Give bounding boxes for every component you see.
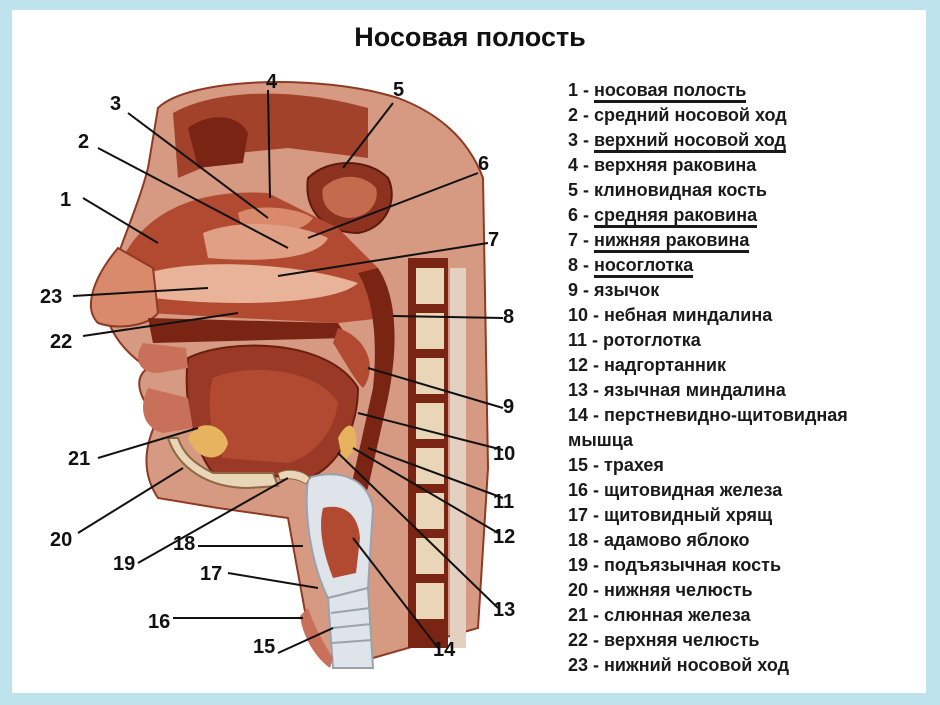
legend-item: 22 - верхняя челюсть: [568, 630, 760, 650]
salivary-gland: [188, 425, 228, 458]
legend-item: 6 - средняя раковина: [568, 205, 758, 231]
callout-20: 20: [50, 529, 72, 551]
legend-item: 14 - перстневидно-щитовидная: [568, 405, 848, 425]
legend-item: 20 - нижняя челюсть: [568, 580, 753, 600]
legend-item: 5 - клиновидная кость: [568, 180, 767, 200]
mandible: [166, 437, 280, 490]
callout-18: 18: [173, 533, 195, 555]
vertebral-column: [408, 258, 466, 648]
nose: [89, 246, 160, 328]
legend-item: 11 - ротоглотка: [568, 330, 701, 350]
sphenoid-sinus: [322, 176, 377, 218]
callout-1: 1: [60, 189, 71, 211]
lower-lip: [143, 388, 193, 433]
anatomy-diagram: 1 2 3 4 5 6 7 8 9 10 11 12 13 14 15 16 1…: [38, 68, 538, 673]
callout-6: 6: [478, 153, 489, 175]
callout-23: 23: [40, 286, 62, 308]
callout-8: 8: [503, 306, 514, 328]
epiglottis: [338, 425, 357, 463]
inferior-concha: [148, 264, 358, 303]
legend-item: 9 - язычок: [568, 280, 660, 300]
legend-item: 1 - носовая полость: [568, 80, 747, 106]
callout-11: 11: [493, 491, 514, 513]
callout-15: 15: [253, 636, 275, 658]
pointer-lines: [72, 89, 504, 654]
tongue-muscle: [209, 370, 338, 463]
soft-palate: [333, 328, 370, 388]
legend-item: 21 - слюнная железа: [568, 605, 751, 625]
callout-14: 14: [433, 639, 456, 661]
callout-13: 13: [493, 599, 515, 621]
legend-item: 10 - небная миндалина: [568, 305, 773, 325]
callout-17: 17: [200, 563, 222, 585]
legend-item: 19 - подъязычная кость: [568, 555, 782, 575]
legend-item: 4 - верхняя раковина: [568, 155, 757, 175]
legend-item: мышца: [568, 430, 633, 450]
legend-item: 18 - адамово яблоко: [568, 530, 750, 550]
callout-4: 4: [266, 71, 278, 93]
trachea: [326, 586, 375, 669]
callout-7: 7: [488, 229, 499, 251]
frontal-sinus: [188, 117, 248, 168]
callout-16: 16: [148, 611, 170, 633]
legend-item: 17 - щитовидный хрящ: [568, 505, 773, 525]
callout-21: 21: [68, 448, 90, 470]
middle-concha: [203, 223, 328, 260]
legend-item: 16 - щитовидная железа: [568, 480, 783, 500]
cricothyroid-muscle: [321, 506, 360, 578]
legend-item: 7 - нижняя раковина: [568, 230, 750, 256]
legend-item: 15 - трахея: [568, 455, 664, 475]
legend-item: 3 - верхний носовой ход: [568, 130, 786, 156]
legend-item: 2 - средний носовой ход: [568, 105, 787, 125]
legend-item: 13 - язычная миндалина: [568, 380, 786, 400]
callout-2: 2: [78, 131, 89, 153]
legend-item: 12 - надгортанник: [568, 355, 726, 375]
callout-22: 22: [50, 331, 72, 353]
callout-12: 12: [493, 526, 515, 548]
upper-lip: [138, 343, 188, 373]
thyroid-gland: [300, 608, 333, 668]
callout-9: 9: [503, 396, 514, 418]
hard-palate: [148, 318, 348, 343]
callout-3: 3: [110, 93, 121, 115]
legend-item: 23 - нижний носовой ход: [568, 655, 790, 675]
callout-19: 19: [113, 553, 135, 575]
pharynx: [323, 268, 395, 548]
callout-10: 10: [493, 443, 515, 465]
legend-item: 8 - носоглотка: [568, 255, 694, 281]
page-title: Носовая полость: [354, 22, 586, 52]
callout-5: 5: [393, 79, 404, 101]
